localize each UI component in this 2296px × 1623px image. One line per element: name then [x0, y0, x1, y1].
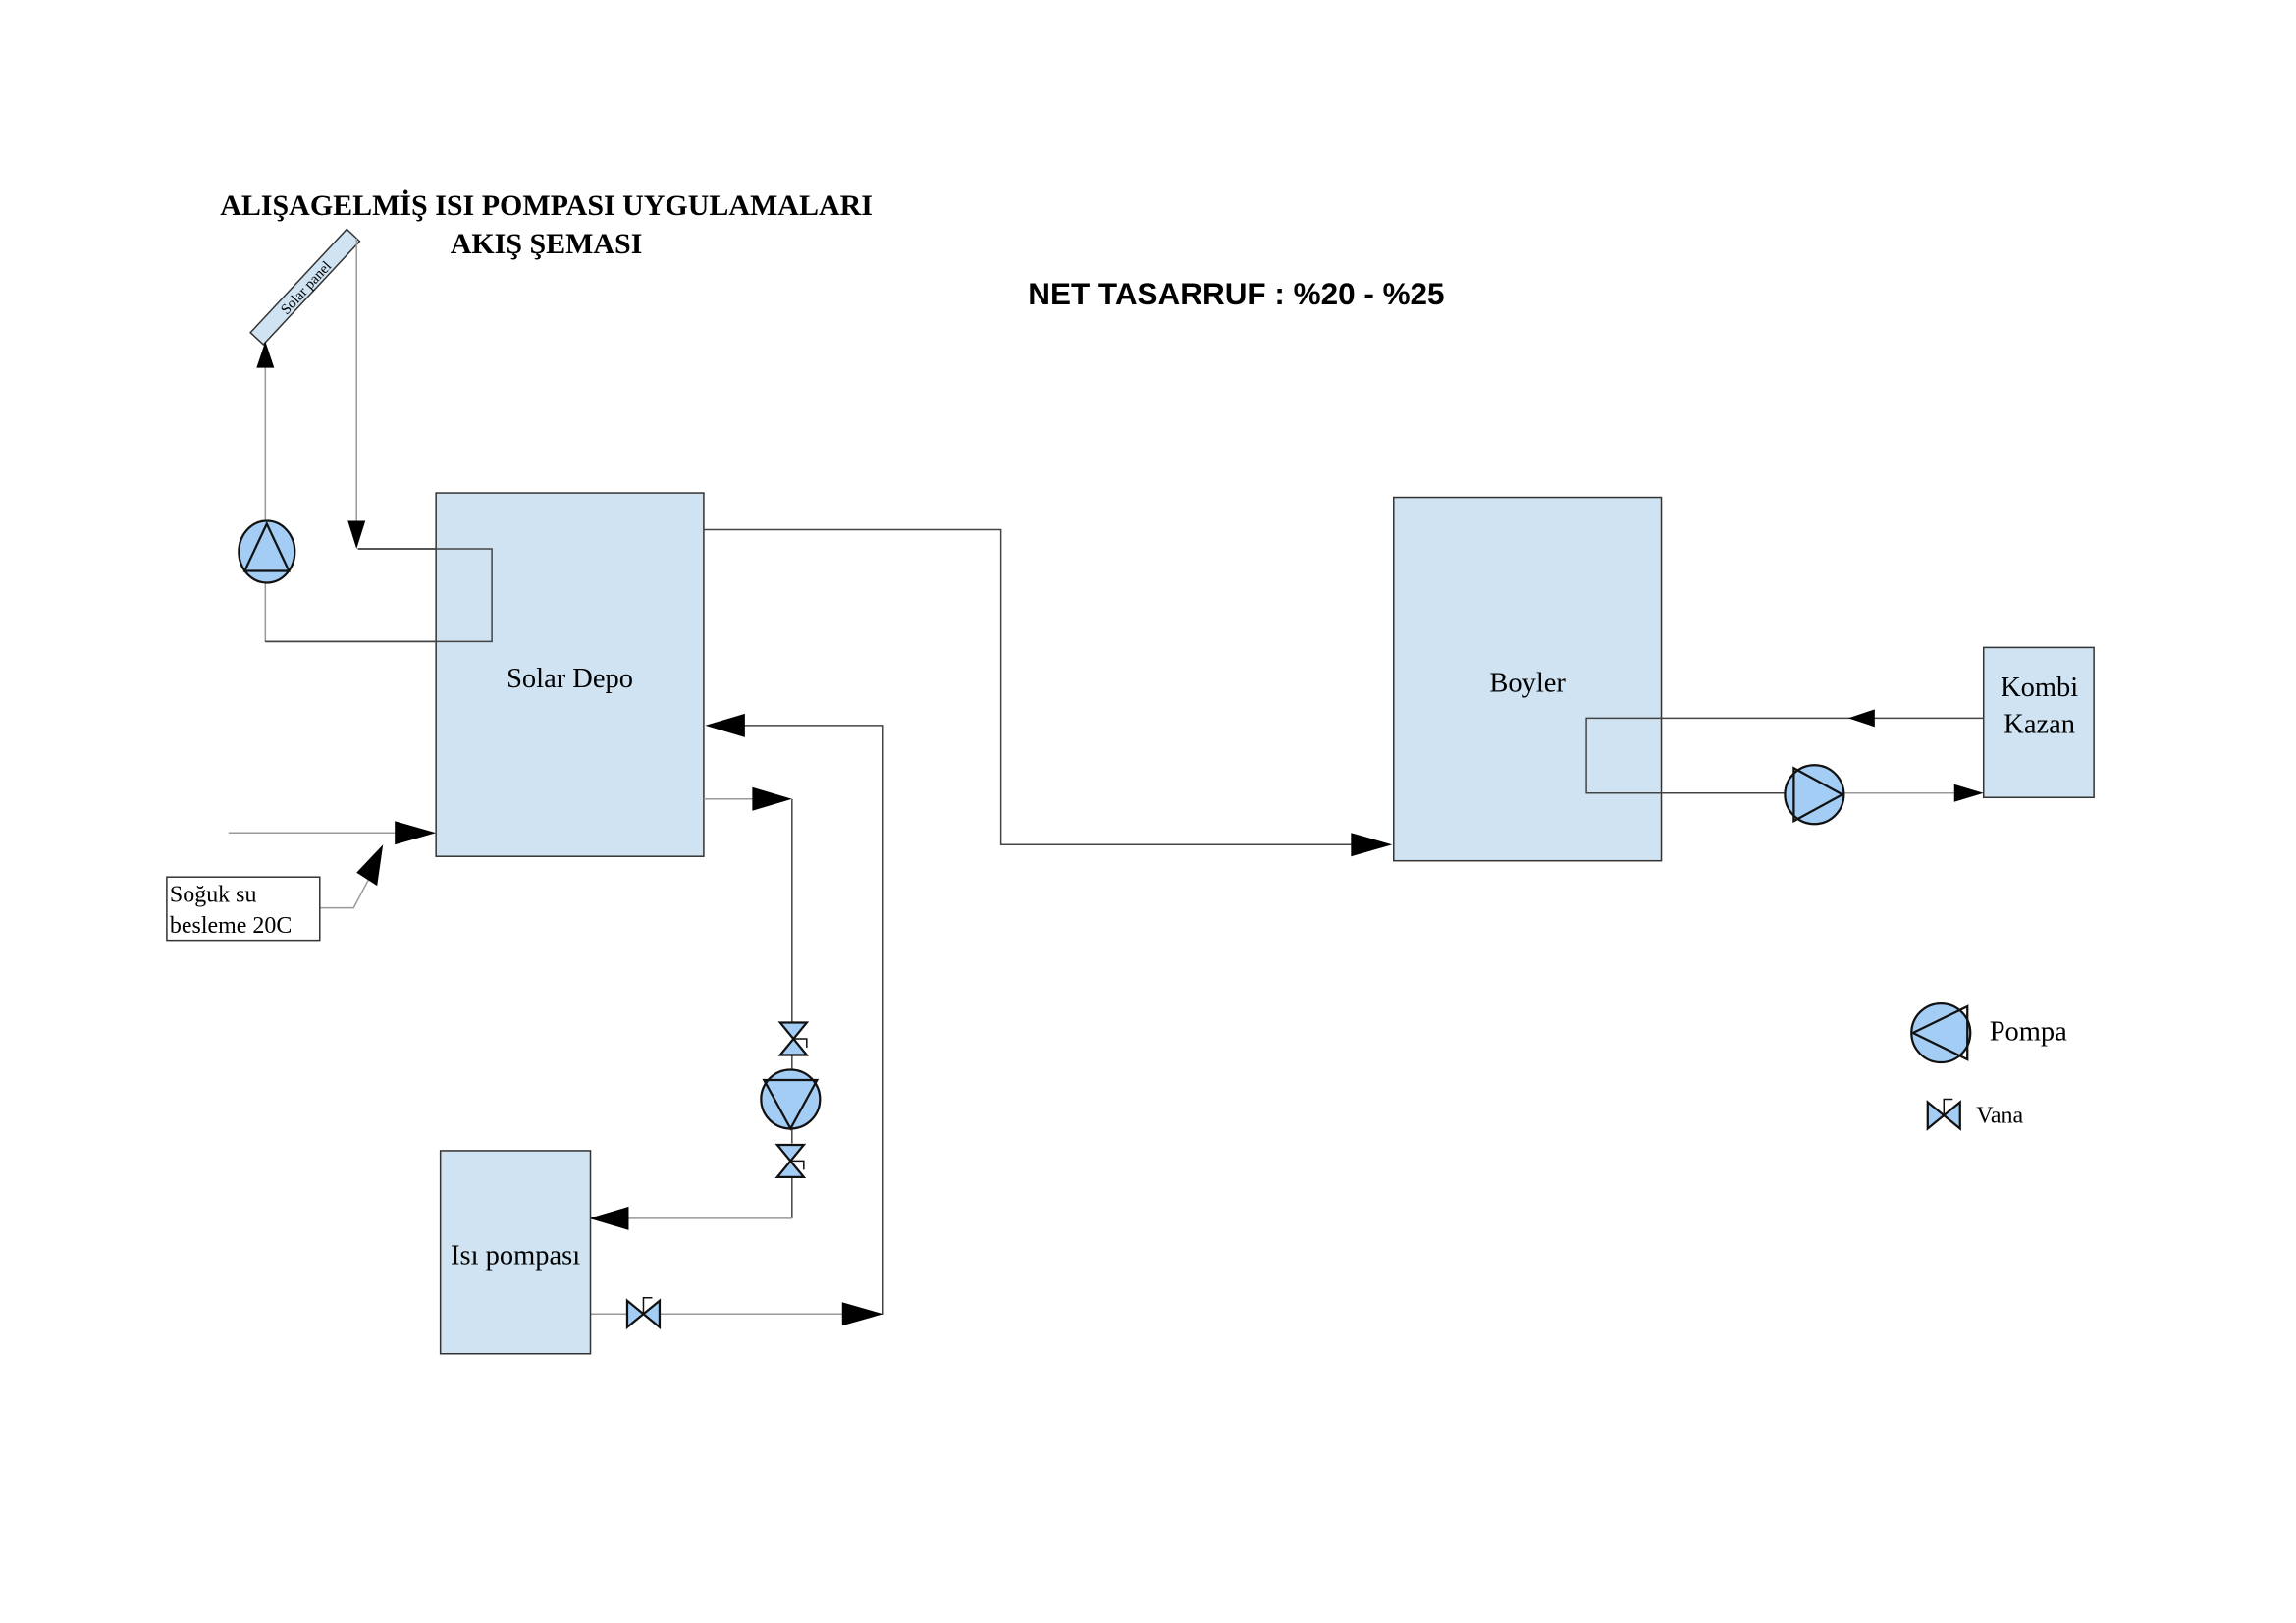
heat-pump-unit — [439, 1150, 592, 1355]
arrow-right — [395, 821, 437, 845]
arrow-left — [705, 713, 745, 737]
cold-water-label-line2: besleme 20C — [170, 913, 292, 939]
depo-to-boyler-pipe — [703, 528, 1355, 845]
legend-valve-label: Vana — [1976, 1103, 2023, 1128]
arrow-right — [1351, 833, 1393, 857]
solar-panel-label: Solar panel — [278, 258, 335, 317]
legend: Pompa Vana — [1910, 1001, 2067, 1130]
arrow-down — [347, 520, 366, 549]
solar-depo-label: Solar Depo — [507, 664, 633, 694]
kombi-coil-pipe — [1585, 717, 1984, 794]
cold-water-label-box — [166, 876, 321, 942]
kombi-kazan — [1982, 646, 2095, 799]
boyler-label: Boyler — [1489, 668, 1566, 698]
legend-valve-icon — [1926, 1098, 1961, 1130]
savings-label: NET TASARRUF : %20 - %25 — [1028, 277, 1444, 311]
legend-pump-icon — [1910, 1001, 1972, 1064]
diagram-title-line2: AKIŞ ŞEMASI — [451, 228, 643, 260]
arrow-left — [589, 1206, 629, 1230]
solar-panel: Solar panel — [249, 228, 361, 347]
heat-pump-circulation-pump-icon — [760, 1068, 822, 1131]
valve-icon[interactable] — [775, 1143, 805, 1179]
arrow-left — [1847, 709, 1875, 728]
kombi-label-line1: Kombi — [2001, 673, 2078, 703]
diagram-title-line1: ALIŞAGELMİŞ ISI POMPASI UYGULAMALARI — [220, 189, 873, 222]
solar-depo-tank — [435, 492, 705, 857]
arrow-right — [752, 786, 792, 811]
arrow-up-right — [356, 844, 384, 887]
arrow-right — [841, 1302, 883, 1326]
legend-pump-label: Pompa — [1990, 1017, 2067, 1048]
kombi-label-line2: Kazan — [2003, 709, 2075, 739]
boyler-tank — [1393, 496, 1663, 862]
kombi-pump-icon — [1784, 764, 1845, 826]
arrow-right — [1953, 784, 1984, 802]
cold-water-label-line1: Soğuk su — [170, 883, 257, 908]
valve-icon[interactable] — [778, 1021, 808, 1056]
heat-pump-return-pipe — [741, 725, 884, 1316]
arrow-up — [256, 341, 275, 368]
cold-water-pipe — [228, 832, 396, 909]
collector-pump-icon — [238, 519, 296, 584]
heat-pump-label: Isı pompası — [451, 1240, 580, 1271]
valve-icon[interactable] — [625, 1296, 662, 1328]
